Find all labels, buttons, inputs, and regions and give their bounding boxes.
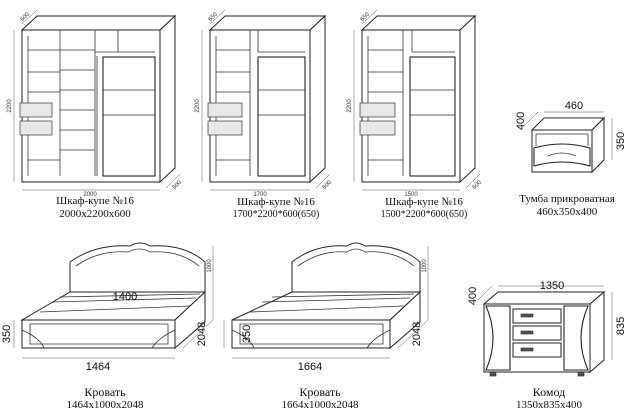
dim-depth-label: 400 [467,287,479,305]
bed-1464-drawing: 350 1464 1400 2048 1000 [1,242,214,373]
dim-depth-side-label: 600 [172,179,184,191]
dim-depth-top-label: 600 [20,11,32,23]
wardrobe-1500-drawing: 2200 1500 650 600 [347,9,484,198]
bed-1664-caption: Кровать 1664х1000х2048 [265,385,375,412]
dim-depth-top-label: 650 [208,11,220,23]
wardrobe-2000-drawing: 2200 2000 600 600 [7,9,184,198]
wardrobe-1700-drawing: 2200 1700 650 600 [195,9,334,198]
dim-depth-side-label: 600 [472,179,484,191]
nightstand-drawing: 460 400 350 [515,100,627,174]
dim-depth-side-label: 600 [322,179,334,191]
wardrobe-2000-caption: Шкаф-купе №16 2000х2200х600 [40,195,150,221]
wardrobe-1700-title: Шкаф-купе №16 [237,196,315,208]
dim-height-label: 835 [615,317,627,335]
bed-1464-caption: Кровать 1464х1000х2048 [50,385,160,412]
dresser-size: 1350х835х400 [516,399,582,411]
bed-1664-drawing: 350 1664 2048 1000 [223,242,429,373]
wardrobe-1500-caption: Шкаф-купе №16 1500*2200*600(650) [360,196,488,221]
bed-1664-title: Кровать [299,385,341,399]
wardrobe-1700-caption: Шкаф-купе №16 1700*2200*600(650) [212,196,340,221]
dim-length-label: 2048 [196,322,208,346]
bed-1464-size: 1464х1000х2048 [66,399,144,411]
dim-width-label: 1350 [540,280,564,292]
dim-width-label: 1464 [86,361,110,373]
dim-height-label: 2200 [7,99,13,113]
dim-height-foot-label: 350 [1,325,13,343]
dim-height-head-label: 1000 [207,259,213,273]
bed-1664-size: 1664х1000х2048 [281,399,359,411]
nightstand-title: Тумба прикроватная [519,193,615,205]
wardrobe-1500-size: 1500*2200*600(650) [380,209,468,220]
dresser-drawing: 1350 400 835 [467,280,627,377]
dim-inner-label: 1400 [113,291,137,303]
nightstand-caption: Тумба прикроватная 460х350х400 [512,193,622,219]
nightstand-size: 460х350х400 [536,206,598,218]
dim-height-foot-label: 350 [241,325,253,343]
bed-1464-title: Кровать [84,385,126,399]
wardrobe-2000-size: 2000х2200х600 [59,208,131,220]
wardrobe-1500-title: Шкаф-купе №16 [385,196,463,208]
wardrobe-2000-title: Шкаф-купе №16 [56,195,134,207]
dim-width-label: 1500 [404,192,418,198]
dresser-title: Комод [532,385,566,399]
dim-depth-label: 400 [515,112,527,130]
wardrobe-1700-size: 1700*2200*600(650) [232,209,320,220]
dim-depth-top-label: 650 [360,11,372,23]
dim-width-label: 2000 [83,192,97,198]
dim-length-label: 2048 [411,322,423,346]
dresser-caption: Комод 1350х835х400 [494,385,604,412]
dim-height-label: 2200 [195,99,201,113]
dim-height-label: 2200 [347,99,353,113]
dim-width-label: 460 [565,100,583,112]
dim-height-head-label: 1000 [422,259,428,273]
dim-width-label: 1700 [253,192,267,198]
dim-height-label: 350 [615,132,627,150]
dim-width-label: 1664 [298,361,322,373]
